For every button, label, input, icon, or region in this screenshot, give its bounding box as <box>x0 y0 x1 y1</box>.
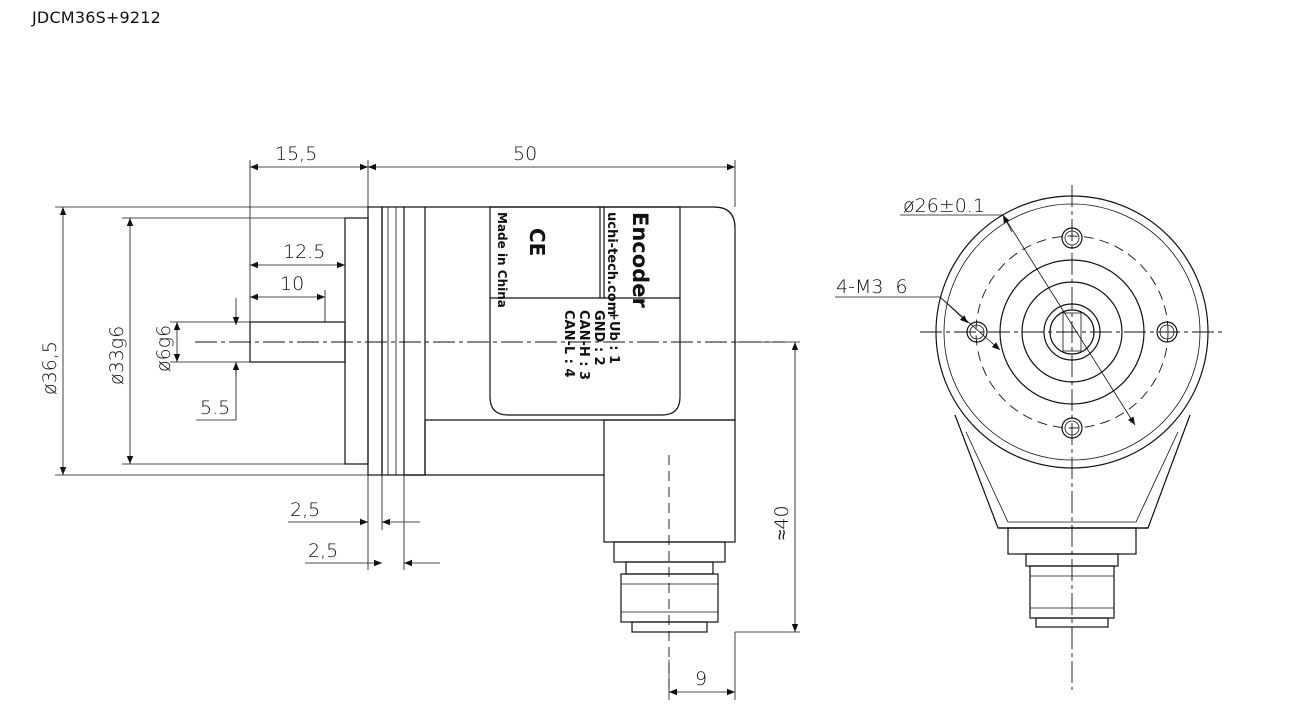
drawing-title: JDCM36S+9212 <box>32 8 162 27</box>
dim-5-5: 5.5 <box>200 397 230 419</box>
label-website: uchi-tech.com <box>604 212 619 315</box>
dim-dia-33g6: ø33g6 <box>106 326 128 385</box>
dim-4-m3: 4-M3 6 <box>836 276 908 298</box>
dim-10: 10 <box>280 273 304 295</box>
dim-50: 50 <box>513 143 537 165</box>
extension-lines <box>55 160 800 700</box>
ce-mark: CE <box>525 228 549 256</box>
label-pin-2: GND : 2 <box>591 310 606 366</box>
dim-dia-26: ø26±0.1 <box>903 195 985 217</box>
dim-12-5: 12.5 <box>283 241 325 263</box>
housing <box>404 206 736 476</box>
dim-dia-6g6: ø6g6 <box>153 325 175 372</box>
dimension-lines <box>59 163 799 696</box>
dim-15-5: 15,5 <box>275 143 317 165</box>
label-plate: Encoder uchi-tech.com CE Made in China +… <box>489 206 681 416</box>
dim-2-5-upper: 2,5 <box>290 499 320 521</box>
dim-dia-36-5: ø36,5 <box>39 341 61 395</box>
label-pin-4: CAN-L : 4 <box>561 310 576 377</box>
label-origin: Made in China <box>495 212 509 308</box>
flange <box>344 206 405 476</box>
side-view: Encoder uchi-tech.com CE Made in China +… <box>39 143 800 700</box>
dim-9: 9 <box>695 668 707 690</box>
front-outline <box>954 414 1191 529</box>
dim-approx-40: ≈40 <box>771 505 793 540</box>
label-brand: Encoder <box>628 212 652 308</box>
connector <box>603 419 736 695</box>
dim-2-5-lower: 2,5 <box>308 540 338 562</box>
front-view: ø26±0.1 4-M3 6 <box>835 185 1226 690</box>
label-pin-3: CAN-H : 3 <box>576 310 591 380</box>
label-pin-1: +Ub : 1 <box>606 310 621 364</box>
dimension-texts: 15,5 50 12.5 10 ø36,5 ø33g6 ø6g6 5.5 2,5… <box>39 143 793 690</box>
